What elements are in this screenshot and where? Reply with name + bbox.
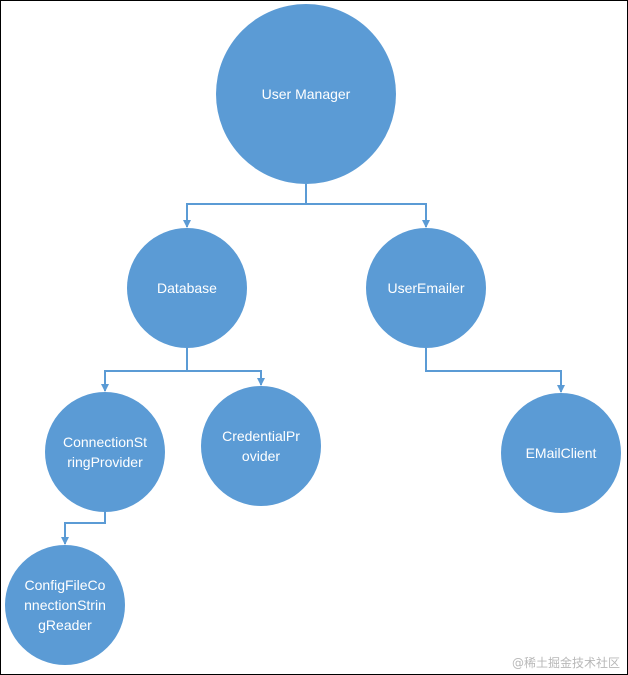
- node-circle: [127, 228, 247, 348]
- edges-layer: [61, 184, 565, 545]
- node-config-file-reader: ConfigFileCo nnectionStrin gReader: [5, 545, 125, 665]
- edge-database-to-connection-string-provider: [101, 348, 188, 392]
- node-connection-string-provider: ConnectionSt ringProvider: [45, 392, 165, 512]
- node-label-line: ovider: [242, 448, 280, 464]
- node-label-line: UserEmailer: [387, 280, 464, 296]
- node-label-line: ConnectionSt: [63, 434, 147, 450]
- edge-connection-string-provider-to-config-file-reader: [61, 512, 106, 545]
- edge-user-manager-to-database: [183, 184, 307, 228]
- node-label-line: CredentialPr: [222, 428, 300, 444]
- node-label-line: EMailClient: [526, 445, 597, 461]
- edge-user-emailer-to-email-client: [425, 348, 565, 393]
- node-label-line: ringProvider: [67, 454, 143, 470]
- node-circle: [5, 545, 125, 665]
- node-label-line: gReader: [38, 617, 92, 633]
- node-circle: [45, 392, 165, 512]
- node-label-line: User Manager: [262, 86, 351, 102]
- node-circle: [501, 393, 621, 513]
- node-user-emailer: UserEmailer: [366, 228, 486, 348]
- node-label-line: ConfigFileCo: [25, 577, 106, 593]
- watermark: @稀土掘金技术社区: [511, 656, 620, 670]
- node-circle: [216, 4, 396, 184]
- node-email-client: EMailClient: [501, 393, 621, 513]
- node-credential-provider: CredentialPr ovider: [201, 386, 321, 506]
- edge-database-to-credential-provider: [186, 348, 265, 386]
- node-circle: [201, 386, 321, 506]
- node-user-manager: User Manager: [216, 4, 396, 184]
- node-label-line: Database: [157, 280, 217, 296]
- node-circle: [366, 228, 486, 348]
- edge-user-manager-to-user-emailer: [305, 184, 430, 228]
- node-database: Database: [127, 228, 247, 348]
- node-label-line: nnectionStrin: [24, 597, 106, 613]
